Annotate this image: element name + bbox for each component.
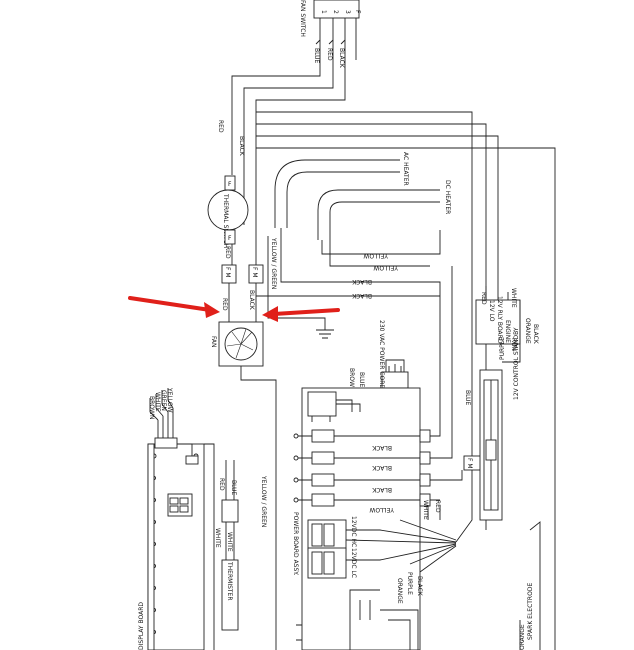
wire-label-yellow-w: YELLOW [166, 387, 173, 413]
wire-label-brown: BROWN [348, 368, 355, 391]
highlight-arrows [128, 296, 340, 322]
spark-electrode-label: SPARK ELECTRODE [527, 583, 534, 640]
wire-label-purple-cb: PURPLE [499, 337, 506, 360]
switch-terminal-2: 2 [332, 10, 339, 14]
ac-heater: AC HEATER [274, 152, 409, 228]
relay-lc-label: 12VDC LC [350, 548, 357, 578]
wire-label-white-th2: WHITE [226, 532, 233, 552]
wire-label-black-b3: BLACK [371, 486, 392, 493]
power-board: POWER BOARD ASSY. [292, 387, 421, 650]
display-connector [149, 388, 178, 449]
board-relay-connectors [293, 429, 335, 507]
relay-hc-label: 12VDC HC [350, 516, 357, 547]
display-board: DISPLAY BOARD [138, 443, 215, 650]
wire-label-red-top: RED [326, 48, 333, 61]
fan-switch-label: FAN SWITCH [299, 0, 306, 37]
label-12v-lo: 12V LO [488, 300, 495, 322]
thermister-label: THERMISTER [226, 561, 233, 601]
wire-label-yellow-1: YELLOW [363, 252, 389, 259]
thermal-f-top: F [228, 181, 232, 188]
wire-label-red-left: RED [217, 120, 224, 133]
wire-label-red-th: RED [218, 478, 225, 491]
ac-heater-label: AC HEATER [402, 152, 409, 186]
display-board-label: DISPLAY BOARD [138, 602, 145, 650]
relay-12vdc-lc: 12VDC LC [307, 547, 357, 579]
wire-label-orange-b: ORANGE [396, 578, 403, 604]
wire-label-yellow-b: YELLOW [369, 506, 395, 513]
wire-label-black-b4: BLACK [416, 576, 423, 597]
wire-label-black-b1: BLACK [371, 444, 392, 451]
spark-electrode: SPARK ELECTRODE [527, 521, 541, 650]
wire-label-white-cb: WHITE [510, 288, 517, 308]
wire-label-black-b2: BLACK [371, 464, 392, 471]
wire-label-black-left: BLACK [238, 136, 245, 157]
connector-fm-1-label: F M [224, 267, 231, 278]
wire-label-orange-cb: ORANGE [524, 318, 531, 344]
wire-label-yellow-green-1: YELLOW / GREEN [270, 237, 277, 289]
wire-label-purple-b: PURPLE [406, 572, 413, 595]
thermal-f-bottom: F [228, 235, 232, 242]
wire-label-blue-th: BLUE [230, 480, 237, 496]
wire-label-red-mid: RED [224, 246, 231, 259]
wire-label-red-cb: RED [480, 292, 487, 305]
thermal-switch: F THERMAL SWITCH F [207, 175, 249, 248]
switch-terminal-f: F [354, 10, 361, 14]
thermal-switch-label: THERMAL SWITCH [222, 193, 229, 248]
wire-label-brown-w: BROWN [148, 396, 155, 419]
wire-label-orange-bottom: ORANGE [519, 624, 526, 650]
label-12v-control: 12V CONTROL STANDBY [513, 327, 520, 400]
fan-switch: FAN SWITCH 1 2 3 F [299, 0, 361, 37]
wire-label-black-h2: BLACK [351, 292, 372, 299]
wire-label-green-w: GREEN [160, 390, 167, 411]
switch-terminal-1: 1 [320, 10, 327, 14]
dc-heater: DC HEATER [317, 180, 451, 240]
dc-heater-label: DC HEATER [444, 180, 451, 214]
wire-label-white-th1: WHITE [214, 528, 221, 548]
wire-label-black-top: BLACK [338, 48, 345, 69]
control-box [475, 299, 521, 521]
power-cord-label: 230 VAC POWER CORD [378, 320, 385, 389]
thermister: THERMISTER [221, 460, 239, 631]
connector-fm-3-label: F M [466, 458, 473, 469]
wire-label-blue-top: BLUE [313, 48, 320, 64]
wire-label-blue-cord: BLUE [358, 372, 365, 388]
fan: FAN [210, 321, 264, 367]
wire-label-blue-v: BLUE [464, 390, 471, 406]
wire-label-white-b: WHITE [422, 500, 429, 520]
wire-label-black-h1: BLACK [351, 278, 372, 285]
fan-label: FAN [210, 336, 217, 348]
label-ignition-board: 12V RLY BOARD [496, 296, 503, 344]
connector-fm-2-label: F M [251, 267, 258, 278]
wire-label-red-b: RED [434, 500, 441, 513]
wire-label-white-w: WHITE [154, 392, 161, 412]
switch-terminal-3: 3 [344, 10, 351, 14]
power-board-label: POWER BOARD ASSY. [292, 512, 299, 576]
wire-label-black-cb: BLACK [532, 324, 539, 345]
label-engine: ENGINE [504, 320, 511, 343]
wire-label-yellow-2: YELLOW [373, 264, 399, 271]
wire-label-black-fan: BLACK [248, 290, 255, 311]
wire-label-yellow-green-2: YELLOW / GREEN [260, 475, 267, 527]
label-run: RUN [510, 338, 517, 351]
wire-label-red-fan: RED [221, 298, 228, 311]
